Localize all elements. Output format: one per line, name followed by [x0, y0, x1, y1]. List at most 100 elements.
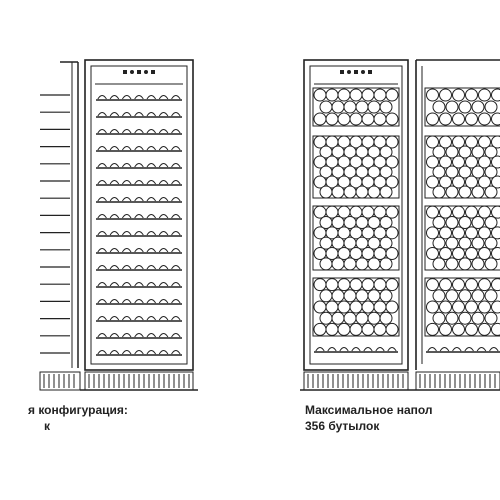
bottle-circle — [458, 100, 472, 114]
control-button-icon — [340, 70, 344, 74]
bottle-compartment — [424, 87, 500, 127]
bottle-circle — [478, 112, 491, 126]
bottle-circle — [465, 278, 478, 292]
bottle-circle — [426, 155, 439, 169]
bottle-circle — [452, 226, 465, 240]
bottle-end — [121, 163, 132, 168]
door-glass — [90, 65, 188, 365]
bottle-end — [134, 231, 144, 236]
bottle-circle — [331, 185, 345, 199]
bottle-circle — [471, 289, 485, 303]
bottle-circle — [331, 289, 345, 303]
bottle-circle — [452, 135, 465, 149]
bottle-end — [109, 333, 120, 338]
bottle-end — [146, 112, 157, 117]
bottle-circle — [484, 145, 498, 159]
vent-grille — [415, 371, 500, 391]
bottle-circle — [452, 278, 465, 292]
bottle-circle — [439, 175, 452, 189]
bottle-end — [134, 180, 144, 185]
bottle-end — [134, 350, 144, 355]
bottle-circle — [337, 322, 351, 336]
bottle-circle — [426, 135, 439, 149]
bottle-end — [158, 129, 169, 134]
bottle-end — [171, 333, 181, 338]
bottle-end — [158, 248, 169, 253]
bottle-circle — [471, 100, 485, 114]
bottle-end — [97, 299, 107, 304]
vent-grille — [303, 371, 409, 391]
bottle-end — [171, 350, 181, 355]
bottle-end — [146, 299, 157, 304]
bottle-circle — [379, 289, 393, 303]
bottle-end — [375, 347, 385, 352]
bottle-circle — [385, 88, 399, 102]
bottle-circle — [379, 165, 393, 179]
bottle-circle — [458, 165, 472, 179]
bottle-circle — [465, 247, 478, 260]
bottle-circle — [313, 300, 327, 314]
bottle-end — [97, 333, 107, 338]
bottle-end — [109, 248, 120, 253]
bottle-end — [121, 248, 132, 253]
bottle-end — [134, 95, 144, 100]
bottle-end — [109, 282, 120, 287]
bottle-circle — [379, 145, 393, 159]
bottle-circle — [465, 322, 478, 336]
bottle-end — [97, 146, 107, 151]
bottle-circle — [337, 278, 351, 292]
bottle-circle — [331, 257, 345, 271]
bottle-end — [158, 197, 169, 202]
bottle-end — [171, 316, 181, 321]
bottle-circle — [452, 112, 465, 126]
bottle-end — [97, 350, 107, 355]
bottle-end — [109, 129, 120, 134]
bottle-circle — [432, 257, 446, 271]
right-cabinet-max-config — [300, 59, 500, 391]
bottle-circle — [426, 205, 439, 219]
bottle-circle — [426, 226, 439, 240]
bottle-end — [363, 347, 373, 352]
bottle-circle — [313, 278, 327, 292]
bottle-circle — [355, 100, 369, 114]
control-button-icon — [368, 70, 372, 74]
bottle-end — [121, 197, 132, 202]
bottle-circle — [465, 112, 478, 126]
left-cabinet-shelves-config — [39, 59, 198, 391]
control-indicator-icon — [347, 70, 351, 74]
control-button-icon — [123, 70, 127, 74]
bottle-circle — [325, 88, 339, 102]
control-button-icon — [137, 70, 141, 74]
bottle-end — [476, 347, 487, 352]
bottle-end — [97, 129, 107, 134]
bottle-end — [339, 347, 349, 352]
bottle-circle — [379, 311, 393, 325]
bottle-end — [171, 163, 181, 168]
bottle-circle — [484, 236, 498, 250]
bottle-end — [171, 197, 181, 202]
bottle-end — [171, 265, 181, 270]
bottle-circle — [439, 88, 452, 102]
control-button-icon — [354, 70, 358, 74]
bottle-end — [109, 163, 120, 168]
bottle-circle — [343, 185, 357, 199]
bottle-circle — [361, 112, 375, 126]
bottle-circle — [313, 112, 327, 126]
bottle-end — [158, 231, 169, 236]
bottle-circle — [432, 236, 446, 250]
bottle-circle — [445, 100, 459, 114]
vent-grille — [39, 371, 81, 391]
bottle-circle — [355, 257, 369, 271]
bottle-compartment — [312, 277, 400, 337]
bottle-circle — [325, 322, 339, 336]
bottle-end — [109, 299, 120, 304]
bottle-end — [158, 112, 169, 117]
bottle-end — [146, 197, 157, 202]
bottle-circle — [426, 322, 439, 336]
bottle-circle — [458, 236, 472, 250]
bottle-circle — [491, 88, 500, 102]
max-config-caption: Максимальное напол — [305, 403, 433, 417]
bottle-circle — [439, 247, 452, 260]
bottle-end — [146, 231, 157, 236]
bottle-end — [97, 231, 107, 236]
